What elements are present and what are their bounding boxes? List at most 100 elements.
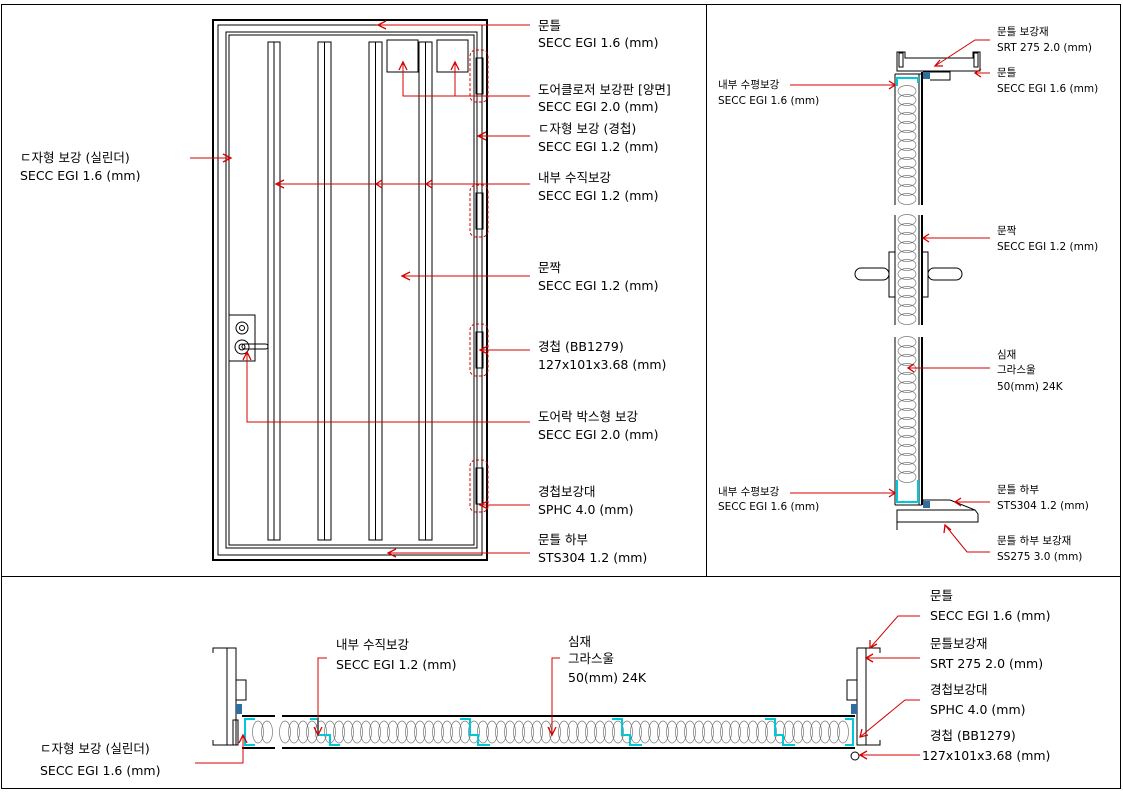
insulation-loop (897, 417, 917, 429)
insulation-loop (897, 94, 917, 106)
insulation-loop (897, 259, 917, 271)
gasket (923, 501, 930, 508)
insulation-loop (486, 720, 498, 744)
insulation-loop (783, 720, 795, 744)
insulation-loop (897, 453, 917, 465)
insulation-loop (297, 720, 309, 744)
insulation-loop (549, 720, 561, 744)
label-spec: SECC EGI 1.6 (mm) (40, 763, 160, 778)
label-spec: SECC EGI 1.2 (mm) (538, 188, 658, 203)
insulation-loop (684, 720, 696, 744)
insulation-loop (897, 286, 917, 298)
insulation-loop (513, 720, 525, 744)
stiffener-joints (244, 718, 854, 746)
insulation-loop (504, 720, 516, 744)
label-name: 문틀 하부 (997, 483, 1039, 496)
horizontal-section: 내부 수직보강 SECC EGI 1.2 (mm) 심재 그라스울 50(mm)… (40, 588, 1050, 778)
label-name: 문틀 (538, 18, 561, 33)
insulation-loop (819, 720, 831, 744)
insulation-loop (477, 720, 489, 744)
insulation-loop (897, 336, 917, 348)
insulation-loop (897, 193, 917, 205)
insulation-loop (897, 408, 917, 420)
label-spec: SECC EGI 1.6 (mm) (997, 83, 1098, 95)
insulation-loop (792, 720, 804, 744)
label-spec: SECC EGI 2.0 (mm) (538, 99, 658, 114)
insulation-loop (897, 214, 917, 226)
insulation-loop (711, 720, 723, 744)
vertical-stiffeners (267, 41, 433, 541)
label-name: 경첩 (BB1279) (930, 728, 1016, 743)
label-name: 심재 (568, 634, 591, 649)
label-spec: SRT 275 2.0 (mm) (997, 42, 1092, 54)
insulation-loop (432, 720, 444, 744)
insulation-loop (639, 720, 651, 744)
label-name: 문틀 (930, 588, 953, 603)
label-spec: SECC EGI 1.6 (mm) (20, 168, 140, 183)
insulation-loop (423, 720, 435, 744)
label-name: 내부 수평보강 (718, 79, 780, 91)
insulation-loop (252, 720, 264, 744)
insulation-loop (720, 720, 732, 744)
label-spec: SECC EGI 1.2 (mm) (538, 139, 658, 154)
label-spec: SECC EGI 1.2 (mm) (336, 657, 456, 672)
label-name: 내부 수평보강 (718, 486, 780, 498)
insulation-loop (897, 381, 917, 393)
label-spec: SRT 275 2.0 (mm) (930, 656, 1043, 671)
label-name: 내부 수직보강 (336, 637, 409, 652)
label-name: ㄷ자형 보강 (실린더) (40, 741, 150, 756)
insulation-loop (729, 720, 741, 744)
insulation-loop (897, 241, 917, 253)
insulation-loop (567, 720, 579, 744)
insulation-loop (441, 720, 453, 744)
label-spec: SECC EGI 1.6 (mm) (930, 608, 1050, 623)
insulation-loop (747, 720, 759, 744)
hinges (469, 49, 489, 513)
insulation-loop (897, 426, 917, 438)
insulation-loop (897, 250, 917, 262)
label-spec: STS304 1.2 (mm) (997, 500, 1089, 512)
label-name: 문틀 하부 보강재 (997, 534, 1071, 547)
insulation-loop (387, 720, 399, 744)
label-spec: 127x101x3.68 (mm) (538, 357, 666, 372)
insulation-loop (897, 166, 917, 178)
insulation-loop (594, 720, 606, 744)
label-spec: 그라스울 (568, 651, 614, 666)
insulation-loop (333, 720, 345, 744)
glass-wool-insulation (252, 720, 849, 744)
insulation-loop (837, 720, 849, 744)
insulation-loop (351, 720, 363, 744)
insulation-loop (897, 184, 917, 196)
insulation-loop (738, 720, 750, 744)
insulation-loop (897, 85, 917, 97)
door-elevation: 문틀 SECC EGI 1.6 (mm) 도어클로저 보강판 [양면] SECC… (20, 18, 671, 565)
insulation-loop (648, 720, 660, 744)
insulation-loop (630, 720, 642, 744)
door-frame (212, 19, 488, 561)
label-name: 문틀 하부 (538, 532, 588, 547)
label-spec: 127x101x3.68 (mm) (922, 748, 1050, 763)
insulation-loop (897, 295, 917, 307)
insulation-loop (360, 720, 372, 744)
insulation-loop (279, 720, 291, 744)
label-name: 문틀보강재 (930, 636, 988, 651)
insulation-loop (897, 444, 917, 456)
insulation-loop (756, 720, 768, 744)
insulation-loop (657, 720, 669, 744)
insulation-loop (897, 462, 917, 474)
insulation-loop (288, 720, 300, 744)
insulation-loop (765, 720, 777, 744)
insulation-loop (603, 720, 615, 744)
insulation-loop (897, 471, 917, 483)
insulation-loop (897, 354, 917, 366)
label-name: 문짝 (997, 225, 1017, 237)
insulation-loop (897, 390, 917, 402)
insulation-loop (612, 720, 624, 744)
label-spec: SECC EGI 1.6 (mm) (718, 501, 819, 513)
insulation-loop (315, 720, 327, 744)
horizontal-section-labels: 내부 수직보강 SECC EGI 1.2 (mm) 심재 그라스울 50(mm)… (40, 588, 1050, 778)
label-spec: SS275 3.0 (mm) (997, 551, 1082, 563)
door-leaf (225, 31, 478, 549)
insulation-loop (468, 720, 480, 744)
